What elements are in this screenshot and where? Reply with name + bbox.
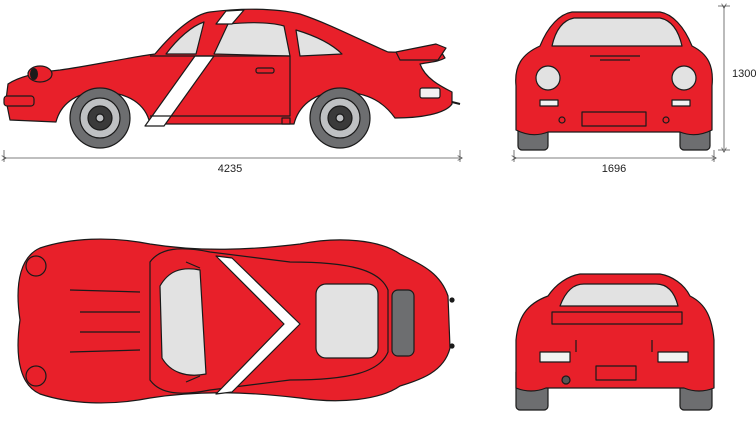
rear-right-taillight: [657, 351, 689, 363]
width-label: 1696: [602, 163, 626, 175]
length-dimension: [4, 150, 460, 162]
top-stripe: [215, 255, 301, 395]
front-windshield: [551, 17, 683, 47]
side-view: [3, 8, 461, 149]
rear-left-taillight: [539, 351, 571, 363]
side-windshield: [165, 21, 205, 55]
top-view: [17, 238, 455, 404]
top-spoiler: [391, 289, 415, 357]
rear-spoiler: [551, 311, 683, 325]
side-door-handle: [255, 67, 275, 74]
side-rear-spoiler: [395, 43, 447, 61]
side-rear-wheel: [309, 87, 371, 149]
width-dimension: [514, 150, 714, 162]
rear-view: [515, 273, 715, 411]
side-door-line: [150, 55, 291, 117]
rear-plate: [595, 365, 637, 381]
front-right-headlight: [671, 65, 697, 91]
front-view: [515, 11, 713, 151]
side-rear-bumper: [419, 87, 441, 99]
top-windshield: [159, 268, 207, 376]
length-label: 4235: [218, 163, 242, 175]
side-front-wheel: [69, 87, 131, 149]
front-left-headlight: [535, 65, 561, 91]
top-rear-window: [315, 283, 379, 359]
front-plate: [581, 111, 647, 127]
side-rear-window: [295, 29, 343, 57]
front-right-indicator: [671, 99, 691, 107]
top-left-headlight: [25, 255, 47, 277]
height-label: 1300: [732, 68, 756, 80]
rear-window: [559, 283, 679, 307]
side-body: [5, 8, 453, 125]
front-left-indicator: [539, 99, 559, 107]
height-dimension: [718, 6, 730, 150]
side-front-bumper: [3, 95, 35, 107]
side-stripe-roof: [215, 9, 245, 25]
top-right-headlight: [25, 365, 47, 387]
